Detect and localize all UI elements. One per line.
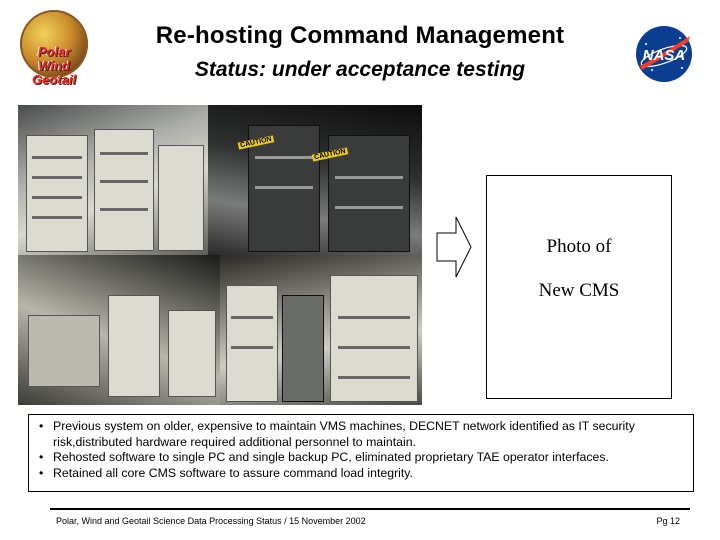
right-arrow-icon [436, 216, 472, 278]
nasa-logo-text: NASA [643, 47, 686, 64]
new-cms-photo-placeholder: Photo of New CMS [486, 175, 672, 399]
footer-divider [50, 508, 690, 510]
bullet-item: Rehosted software to single PC and singl… [39, 450, 687, 466]
logo-word-polar: Polar [37, 44, 71, 59]
photo-old-cabinets [220, 255, 422, 405]
photo-old-racks-1 [18, 105, 208, 255]
old-system-photos: CAUTION CAUTION [18, 105, 422, 405]
pwg-logo: Polar Wind Geotail [14, 6, 94, 92]
footer-text: Polar, Wind and Geotail Science Data Pro… [56, 516, 366, 526]
slide-subtitle: Status: under acceptance testing [194, 58, 526, 81]
photo-old-terminals [18, 255, 220, 405]
bullet-list: Previous system on older, expensive to m… [39, 419, 687, 481]
placeholder-line-2: New CMS [538, 280, 620, 301]
slide-title: Re-hosting Command Management [155, 22, 565, 49]
logo-word-wind: Wind [38, 58, 70, 73]
nasa-logo: NASA [636, 26, 692, 82]
placeholder-line-1: Photo of [546, 236, 612, 257]
photo-old-racks-2: CAUTION CAUTION [208, 105, 422, 255]
globe-icon [20, 10, 88, 78]
bullet-item: Retained all core CMS software to assure… [39, 466, 687, 482]
logo-word-geotail: Geotail [31, 72, 77, 87]
bullet-item: Previous system on older, expensive to m… [39, 419, 687, 450]
bullet-box: Previous system on older, expensive to m… [28, 414, 694, 492]
page-number: Pg 12 [656, 516, 680, 526]
